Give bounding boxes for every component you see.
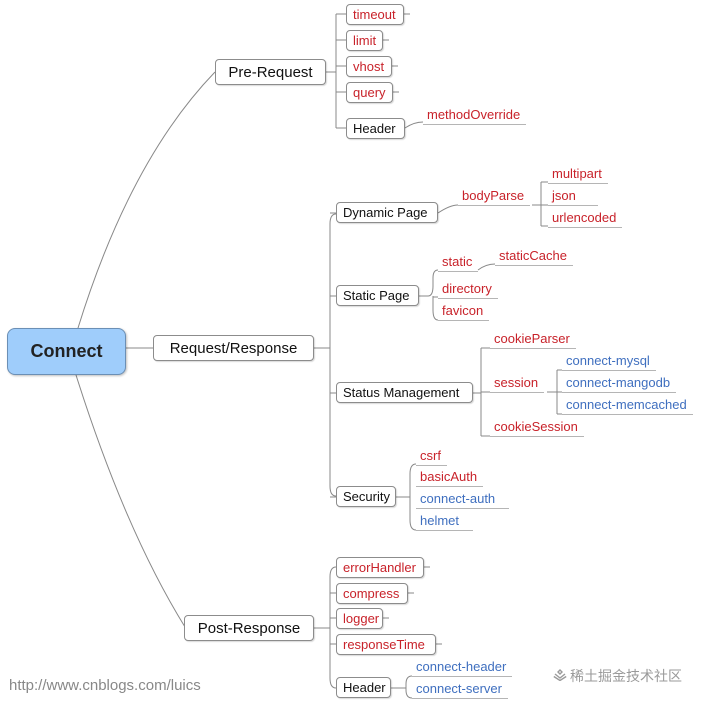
node-multipart: multipart (548, 166, 608, 184)
node-cookieparser: cookieParser (490, 331, 576, 349)
node-logger: logger (336, 608, 383, 629)
node-errorhandler: errorHandler (336, 557, 424, 578)
node-responsetime: responseTime (336, 634, 436, 655)
edge-status-spine (473, 348, 482, 436)
node-connect-server: connect-server (412, 681, 508, 699)
watermark-text: 稀土掘金技术社区 (570, 668, 682, 684)
edge-static-staticcache (477, 263, 496, 271)
node-status-management: Status Management (336, 382, 473, 403)
node-session: session (490, 375, 545, 393)
node-timeout: timeout (346, 4, 404, 25)
node-connect-mangodb: connect-mangodb (562, 375, 677, 393)
node-bodyparse: bodyParse (458, 188, 531, 206)
node-staticcache: staticCache (495, 248, 573, 266)
node-directory: directory (438, 281, 498, 299)
source-url: http://www.cnblogs.com/luics (9, 677, 201, 694)
node-connect-auth: connect-auth (416, 491, 510, 509)
node-security: Security (336, 486, 396, 507)
node-helmet: helmet (416, 513, 474, 531)
watermark: 稀土掘金技术社区 (553, 666, 682, 686)
edge-header-methodoverride (404, 121, 424, 129)
edge-post-spine (329, 566, 337, 689)
node-vhost: vhost (346, 56, 392, 77)
edge-post-header-spine (405, 675, 413, 699)
node-dynamic-page: Dynamic Page (336, 202, 438, 223)
node-post-response: Post-Response (184, 615, 314, 641)
node-favicon: favicon (438, 303, 490, 321)
node-urlencoded: urlencoded (548, 210, 623, 228)
node-limit: limit (346, 30, 383, 51)
node-connect-memcached: connect-memcached (562, 397, 693, 415)
edge-root-pre-request (77, 71, 216, 329)
node-static-page: Static Page (336, 285, 419, 306)
node-connect-mysql: connect-mysql (562, 353, 656, 371)
node-request-response: Request/Response (153, 335, 314, 361)
juejin-logo-icon (553, 668, 567, 684)
edge-security-spine (409, 463, 417, 531)
node-pre-header: Header (346, 118, 405, 139)
edge-static-spine (419, 269, 439, 321)
node-basicauth: basicAuth (416, 469, 484, 487)
node-static: static (438, 254, 479, 272)
edge-dynamic-bodyparse (437, 204, 459, 214)
root-node-connect: Connect (7, 328, 126, 375)
node-query: query (346, 82, 393, 103)
edge-root-post-response (75, 374, 186, 628)
node-json: json (548, 188, 598, 206)
node-cookiesession: cookieSession (490, 419, 584, 437)
node-methodoverride: methodOverride (423, 107, 527, 125)
node-csrf: csrf (416, 448, 447, 466)
edge-rr-spine (329, 213, 337, 497)
node-compress: compress (336, 583, 408, 604)
node-connect-header: connect-header (412, 659, 513, 677)
node-pre-request: Pre-Request (215, 59, 326, 85)
node-post-header: Header (336, 677, 391, 698)
